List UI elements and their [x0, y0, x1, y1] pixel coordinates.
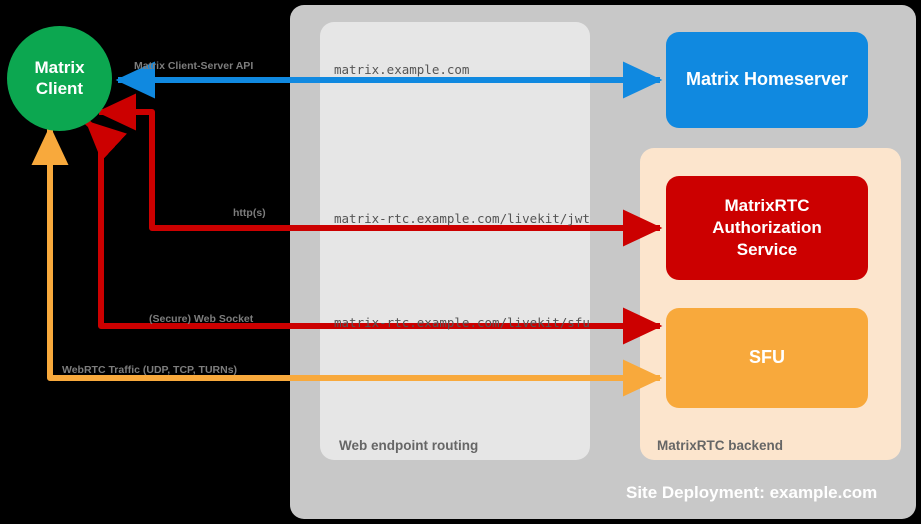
auth-service-label-line1: MatrixRTC [724, 195, 810, 215]
flow-label-https: http(s) [233, 207, 266, 219]
flow-label-webrtc-traffic: WebRTC Traffic (UDP, TCP, TURNs) [62, 364, 238, 376]
endpoint-label-livekit-sfu: matrix-rtc.example.com/livekit/sfu [334, 315, 590, 330]
auth-service-label-line3: Service [736, 240, 798, 260]
matrix-homeserver-label: Matrix Homeserver [685, 69, 849, 90]
sfu-label: SFU [749, 347, 785, 368]
node-matrixrtc-authorization-service[interactable]: MatrixRTC Authorization Service [666, 176, 868, 280]
arrow-webrtc-traffic [31, 125, 663, 397]
endpoint-label-matrix: matrix.example.com [334, 62, 470, 77]
node-matrix-homeserver[interactable]: Matrix Homeserver [666, 32, 868, 128]
matrix-client-label-line1: Matrix [34, 57, 85, 77]
endpoint-label-livekit-jwt: matrix-rtc.example.com/livekit/jwt [334, 211, 590, 226]
flow-label-secure-websocket: (Secure) Web Socket [149, 313, 254, 325]
node-sfu[interactable]: SFU [666, 308, 868, 408]
site-deployment-caption: Site Deployment: example.com [626, 483, 878, 502]
flow-label-client-server-api: Matrix Client-Server API [134, 60, 254, 72]
web-endpoint-routing-caption: Web endpoint routing [339, 438, 479, 453]
node-matrix-client[interactable]: Matrix Client [7, 26, 112, 131]
auth-service-label-line2: Authorization [712, 217, 822, 237]
matrixrtc-backend-caption: MatrixRTC backend [657, 438, 784, 453]
matrix-client-label-line2: Client [35, 78, 84, 98]
